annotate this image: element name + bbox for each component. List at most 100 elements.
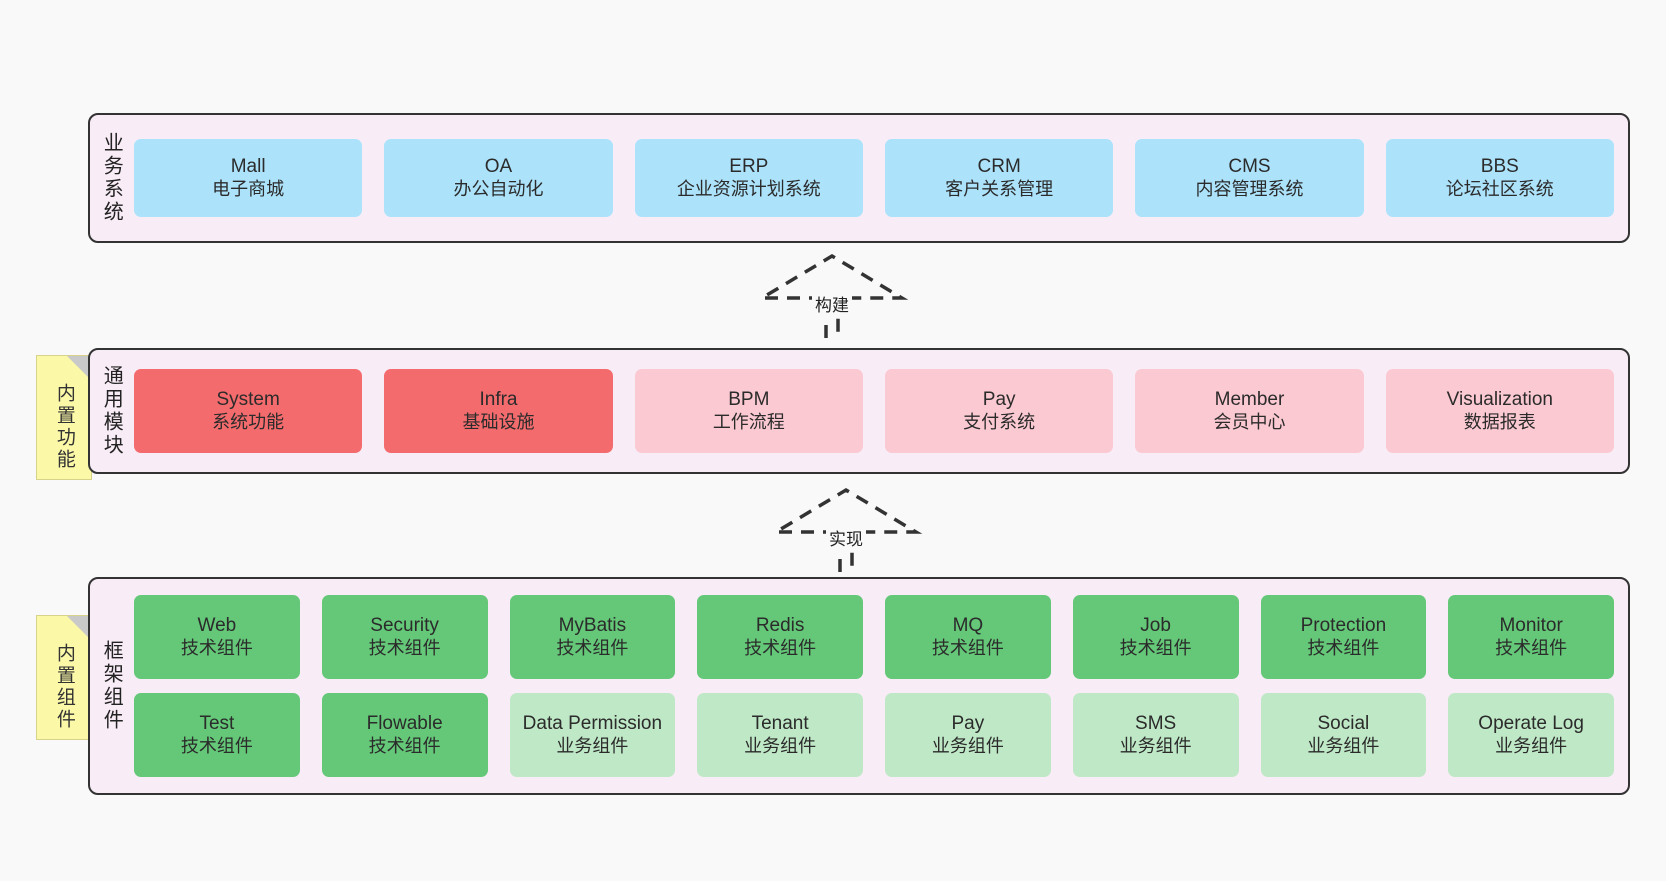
card-title-cn: 电子商城 xyxy=(212,178,285,199)
card-infra[interactable]: Infra 基础设施 xyxy=(384,369,613,453)
card-title-en: Pay xyxy=(951,713,985,735)
layer-title-text: 业务系统 xyxy=(100,132,123,224)
card-job[interactable]: Job 技术组件 xyxy=(1072,595,1239,679)
card-system[interactable]: System 系统功能 xyxy=(134,369,363,453)
card-title-en: SMS xyxy=(1135,713,1177,735)
card-title-cn: 论坛社区系统 xyxy=(1445,178,1554,199)
layer-business-systems: 业务系统 Mall 电子商城 OA 办公自动化 ERP 企业资源计划系统 CRM xyxy=(88,113,1630,243)
card-social[interactable]: Social 业务组件 xyxy=(1260,693,1427,777)
layer-title-text: 框架组件 xyxy=(100,640,123,732)
card-title-en: System xyxy=(216,389,280,411)
card-web[interactable]: Web 技术组件 xyxy=(134,595,300,679)
builtin-components-note-text: 内置组件 xyxy=(53,642,75,731)
card-title-cn: 支付系统 xyxy=(963,411,1036,432)
layer-body-framework-components: Web 技术组件 Security 技术组件 MyBatis 技术组件 Redi… xyxy=(132,579,1628,793)
card-title-en: Job xyxy=(1140,615,1171,637)
layer-title-framework-components: 框架组件 xyxy=(90,579,132,793)
card-title-en: Flowable xyxy=(366,713,443,735)
card-bbs[interactable]: BBS 论坛社区系统 xyxy=(1385,139,1614,217)
card-pay-component[interactable]: Pay 业务组件 xyxy=(885,693,1051,777)
card-title-cn: 工作流程 xyxy=(712,411,785,432)
card-cms[interactable]: CMS 内容管理系统 xyxy=(1135,139,1364,217)
card-mall[interactable]: Mall 电子商城 xyxy=(134,139,363,217)
builtin-features-note: 内置功能 xyxy=(36,355,92,480)
card-test[interactable]: Test 技术组件 xyxy=(134,693,300,777)
card-title-cn: 客户关系管理 xyxy=(945,178,1054,199)
card-title-en: Test xyxy=(199,713,235,735)
note-fold-corner-icon xyxy=(67,616,91,640)
card-mq[interactable]: MQ 技术组件 xyxy=(885,595,1051,679)
builtin-features-note-text: 内置功能 xyxy=(53,382,75,471)
card-title-en: Member xyxy=(1214,389,1285,411)
layer-title-common-modules: 通用模块 xyxy=(90,350,132,472)
card-mybatis[interactable]: MyBatis 技术组件 xyxy=(509,595,676,679)
card-security[interactable]: Security 技术组件 xyxy=(321,595,488,679)
card-row-technical: Web 技术组件 Security 技术组件 MyBatis 技术组件 Redi… xyxy=(134,595,1614,679)
card-crm[interactable]: CRM 客户关系管理 xyxy=(884,139,1114,217)
card-title-en: BBS xyxy=(1480,156,1519,178)
card-title-en: Protection xyxy=(1300,615,1387,637)
card-title-cn: 业务组件 xyxy=(1119,735,1192,756)
card-data-permission[interactable]: Data Permission 业务组件 xyxy=(509,693,676,777)
card-title-en: Visualization xyxy=(1446,389,1553,411)
card-visualization[interactable]: Visualization 数据报表 xyxy=(1385,369,1614,453)
card-title-en: OA xyxy=(484,156,513,178)
card-row: Mall 电子商城 OA 办公自动化 ERP 企业资源计划系统 CRM 客户关系… xyxy=(134,139,1614,217)
card-title-cn: 技术组件 xyxy=(931,637,1004,658)
card-title-en: BPM xyxy=(728,389,770,411)
card-title-en: Pay xyxy=(982,389,1016,411)
card-title-en: Tenant xyxy=(751,713,809,735)
card-flowable[interactable]: Flowable 技术组件 xyxy=(321,693,488,777)
card-title-en: Operate Log xyxy=(1478,713,1584,735)
card-title-en: Security xyxy=(370,615,439,637)
card-title-cn: 技术组件 xyxy=(1307,637,1380,658)
card-title-cn: 办公自动化 xyxy=(453,178,544,199)
card-title-cn: 技术组件 xyxy=(744,637,817,658)
layer-common-modules: 通用模块 System 系统功能 Infra 基础设施 BPM 工作流程 Pay xyxy=(88,348,1630,474)
card-title-cn: 会员中心 xyxy=(1213,411,1286,432)
card-title-en: Social xyxy=(1317,713,1370,735)
card-title-cn: 数据报表 xyxy=(1463,411,1536,432)
card-title-cn: 系统功能 xyxy=(212,411,285,432)
card-pay-module[interactable]: Pay 支付系统 xyxy=(884,369,1114,453)
card-title-en: Monitor xyxy=(1499,615,1563,637)
card-title-cn: 技术组件 xyxy=(556,637,629,658)
card-bpm[interactable]: BPM 工作流程 xyxy=(634,369,863,453)
card-title-cn: 技术组件 xyxy=(1495,637,1568,658)
card-title-en: Infra xyxy=(479,389,518,411)
card-title-en: Data Permission xyxy=(522,713,663,735)
card-title-en: ERP xyxy=(729,156,769,178)
card-tenant[interactable]: Tenant 业务组件 xyxy=(697,693,863,777)
card-protection[interactable]: Protection 技术组件 xyxy=(1260,595,1427,679)
card-redis[interactable]: Redis 技术组件 xyxy=(697,595,863,679)
card-title-cn: 业务组件 xyxy=(744,735,817,756)
layer-body-common-modules: System 系统功能 Infra 基础设施 BPM 工作流程 Pay 支付系统… xyxy=(132,350,1628,472)
layer-framework-components: 框架组件 Web 技术组件 Security 技术组件 MyBatis 技术组件… xyxy=(88,577,1630,795)
layer-body-business-systems: Mall 电子商城 OA 办公自动化 ERP 企业资源计划系统 CRM 客户关系… xyxy=(132,115,1628,241)
note-fold-corner-icon xyxy=(67,356,91,380)
card-title-en: Web xyxy=(197,615,237,637)
layer-title-business-systems: 业务系统 xyxy=(90,115,132,241)
connector-implement-label: 实现 xyxy=(826,525,866,550)
card-operate-log[interactable]: Operate Log 业务组件 xyxy=(1448,693,1614,777)
card-erp[interactable]: ERP 企业资源计划系统 xyxy=(634,139,863,217)
card-title-cn: 内容管理系统 xyxy=(1195,178,1304,199)
card-title-en: MyBatis xyxy=(558,615,627,637)
card-title-cn: 业务组件 xyxy=(1307,735,1380,756)
card-title-cn: 技术组件 xyxy=(180,637,253,658)
layer-title-text: 通用模块 xyxy=(100,365,123,457)
card-title-cn: 技术组件 xyxy=(180,735,253,756)
card-title-en: CMS xyxy=(1228,156,1271,178)
card-title-en: CRM xyxy=(977,156,1021,178)
card-row-business: Test 技术组件 Flowable 技术组件 Data Permission … xyxy=(134,693,1614,777)
card-title-cn: 技术组件 xyxy=(368,735,441,756)
connector-build-label: 构建 xyxy=(812,291,852,316)
card-monitor[interactable]: Monitor 技术组件 xyxy=(1448,595,1614,679)
card-sms[interactable]: SMS 业务组件 xyxy=(1072,693,1239,777)
card-title-cn: 技术组件 xyxy=(1119,637,1192,658)
card-title-cn: 企业资源计划系统 xyxy=(676,178,821,199)
card-member[interactable]: Member 会员中心 xyxy=(1135,369,1364,453)
card-title-en: Mall xyxy=(230,156,266,178)
card-oa[interactable]: OA 办公自动化 xyxy=(384,139,613,217)
